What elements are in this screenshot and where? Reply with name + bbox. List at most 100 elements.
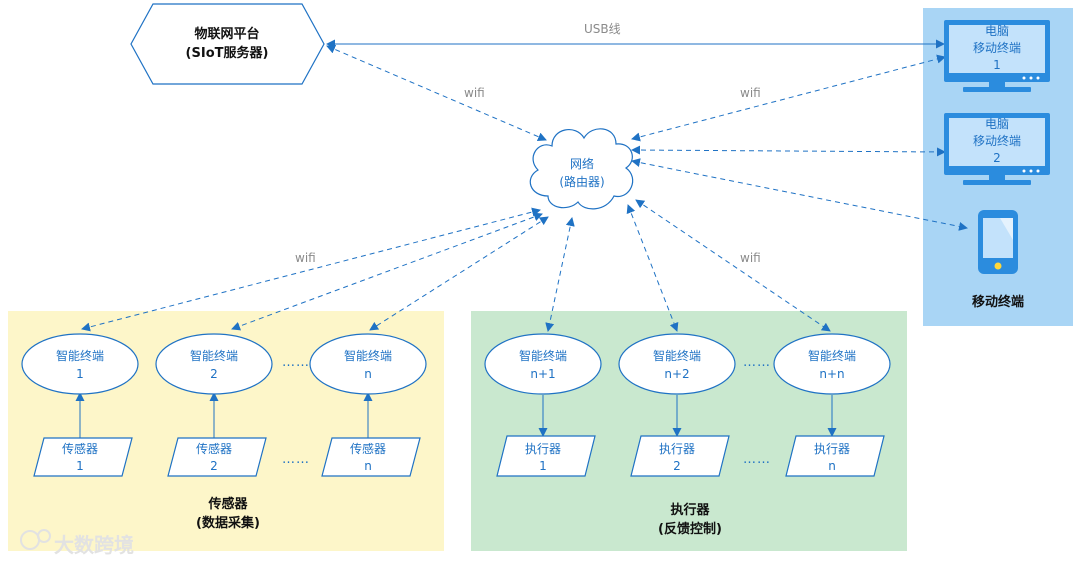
- pc-terminal-2: 电脑 移动终端 2: [944, 113, 1050, 185]
- terminal-ellipse: [484, 333, 602, 395]
- sensor-2: 传感器 2: [167, 437, 267, 477]
- pc2-line-1: 电脑: [985, 117, 1009, 131]
- power-led-icon: [1036, 76, 1040, 80]
- terminal-nn-label: 智能终端: [808, 348, 856, 363]
- sensor-panel-title: 传感器: [207, 496, 248, 512]
- actuator-panel-subtitle: (反馈控制): [658, 521, 722, 537]
- terminal-n2-label: 智能终端: [653, 348, 701, 363]
- actuator-1-label: 执行器: [525, 442, 561, 456]
- terminal-ellipse: [618, 333, 736, 395]
- iot-platform-hexagon: [130, 3, 325, 85]
- terminal-2: 智能终端 2: [155, 333, 273, 395]
- connections: [75, 39, 968, 438]
- phone-terminal: [978, 210, 1018, 274]
- terminal-2-id: 2: [210, 367, 218, 381]
- terminal-n2-id: n+2: [664, 367, 689, 381]
- terminal-ellipse: [773, 333, 891, 395]
- actuator-2: 执行器 2: [630, 435, 730, 477]
- edge-platform-router: [326, 45, 547, 141]
- edge-router-terminal-n1: [545, 217, 575, 332]
- mobile-panel-title: 移动终端: [972, 294, 1024, 310]
- edge-router-phone: [631, 158, 968, 231]
- terminal-n-label: 智能终端: [344, 348, 392, 363]
- monitor-screen: [949, 118, 1045, 166]
- monitor-screen: [949, 25, 1045, 73]
- terminal-ellipsis-actuator: ……: [743, 355, 771, 370]
- actuator-panel-title: 执行器: [670, 502, 710, 518]
- power-led-icon: [1029, 169, 1033, 173]
- monitor-neck: [989, 82, 1005, 87]
- power-led-icon: [1036, 169, 1040, 173]
- sensor-1-label: 传感器: [62, 441, 98, 456]
- terminal-n-plus-n: 智能终端 n+n: [773, 333, 891, 395]
- monitor-base: [963, 180, 1031, 185]
- terminal-n-id: n: [364, 367, 372, 381]
- sensor-shape: [167, 437, 267, 477]
- sensor-panel-subtitle: (数据采集): [196, 515, 260, 531]
- actuator-ellipsis: ……: [743, 452, 771, 467]
- router-subtitle: (路由器): [559, 174, 604, 189]
- terminal-nn-id: n+n: [819, 367, 844, 381]
- sensor-2-label: 传感器: [196, 441, 232, 456]
- iot-platform-node: 物联网平台 (SIoT服务器): [130, 3, 325, 85]
- iot-platform-title: 物联网平台: [194, 26, 259, 42]
- sensor-n: 传感器 n: [321, 437, 421, 477]
- terminal-ellipse: [309, 333, 427, 395]
- power-led-icon: [1022, 169, 1026, 173]
- pc1-line-1: 电脑: [985, 24, 1009, 38]
- sensor-ellipsis: ……: [282, 452, 310, 467]
- edge-label-wifi-pc: wifi: [740, 86, 761, 100]
- router-node: 网络 (路由器): [529, 128, 634, 210]
- sensor-2-id: 2: [210, 459, 218, 473]
- terminal-1-label: 智能终端: [56, 348, 104, 363]
- cloud-icon: [529, 128, 634, 210]
- actuator-1: 执行器 1: [496, 435, 596, 477]
- sensor-n-label: 传感器: [350, 441, 386, 456]
- actuator-2-label: 执行器: [659, 442, 695, 456]
- edge-router-pc2: [631, 145, 946, 157]
- terminal-2-label: 智能终端: [190, 348, 238, 363]
- edge-router-pc1: [631, 54, 946, 142]
- edge-label-wifi-actuators: wifi: [740, 251, 761, 265]
- terminal-ellipsis-sensor: ……: [282, 355, 310, 370]
- iot-platform-subtitle: (SIoT服务器): [186, 45, 269, 61]
- watermark: 大数跨境: [20, 529, 134, 557]
- sensor-n-id: n: [364, 459, 372, 473]
- terminal-ellipse: [155, 333, 273, 395]
- edge-router-terminal-n: [369, 216, 549, 331]
- router-title: 网络: [570, 156, 594, 171]
- actuator-n-label: 执行器: [814, 442, 850, 456]
- phone-home-button: [994, 262, 1002, 270]
- pc2-line-3: 2: [993, 151, 1001, 165]
- power-led-icon: [1022, 76, 1026, 80]
- sensor-1-id: 1: [76, 459, 84, 473]
- monitor-base: [963, 87, 1031, 92]
- phone-screen-glare: [1000, 218, 1013, 240]
- pc1-line-2: 移动终端: [973, 40, 1021, 55]
- edge-router-terminal-nn: [635, 199, 831, 332]
- watermark-logo-icon: [37, 529, 51, 543]
- sensor-1: 传感器 1: [33, 437, 133, 477]
- sensor-shape: [33, 437, 133, 477]
- edge-label-wifi-platform: wifi: [464, 86, 485, 100]
- terminal-1-id: 1: [76, 367, 84, 381]
- terminal-ellipse: [21, 333, 139, 395]
- terminal-n-plus-2: 智能终端 n+2: [618, 333, 736, 395]
- edge-label-wifi-sensors: wifi: [295, 251, 316, 265]
- watermark-text: 大数跨境: [54, 533, 134, 557]
- actuator-shape: [785, 435, 885, 477]
- pc1-line-3: 1: [993, 58, 1001, 72]
- actuator-shape: [630, 435, 730, 477]
- actuator-shape: [496, 435, 596, 477]
- pc2-line-2: 移动终端: [973, 133, 1021, 148]
- actuator-1-id: 1: [539, 459, 547, 473]
- terminal-n1-id: n+1: [530, 367, 555, 381]
- monitor-neck: [989, 175, 1005, 180]
- actuator-2-id: 2: [673, 459, 681, 473]
- edge-label-usb: USB线: [584, 22, 621, 36]
- sensor-shape: [321, 437, 421, 477]
- terminal-n-plus-1: 智能终端 n+1: [484, 333, 602, 395]
- terminal-n: 智能终端 n: [309, 333, 427, 395]
- actuator-n: 执行器 n: [785, 435, 885, 477]
